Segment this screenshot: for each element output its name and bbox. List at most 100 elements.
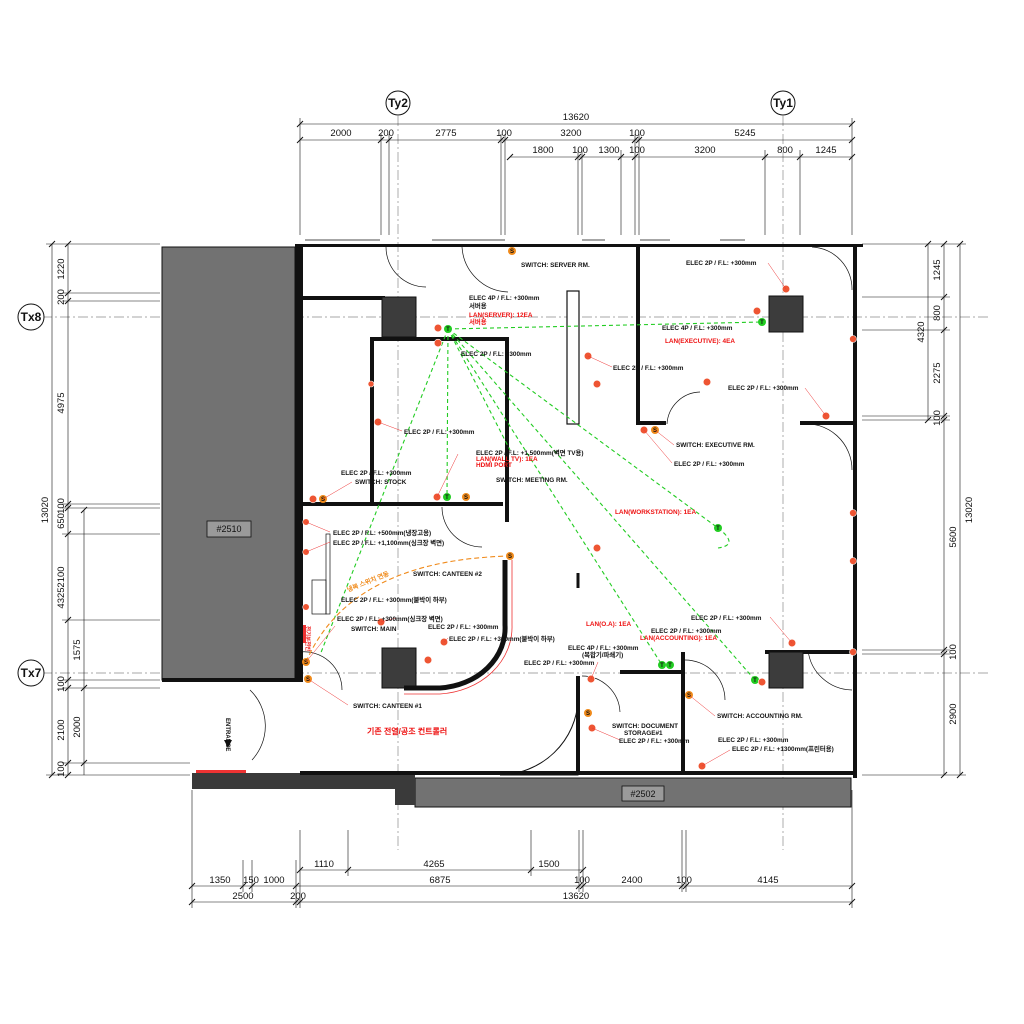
dimension-ticks-right xyxy=(924,240,964,779)
wall-west xyxy=(295,244,303,682)
label-elec-canteen-c: ELEC 2P / F.L: +300mm xyxy=(428,624,499,631)
corridor-marker xyxy=(196,770,246,773)
dim-right-a: 1245 800 2275 100 5600 100 2900 xyxy=(932,259,959,724)
dimensions-top xyxy=(299,118,853,235)
svg-text:S: S xyxy=(653,428,657,434)
switch-symbols: S S S S S S S S S xyxy=(302,247,693,717)
grid-bubble-tx7: Tx7 xyxy=(17,659,45,687)
label-elec-doc-bot: ELEC 2P / F.L: +300mm xyxy=(619,738,690,745)
label-elec-meeting-left: ELEC 2P / F.L: +300mm xyxy=(404,429,475,436)
label-elec-printer: ELEC 2P / F.L: +1300mm(프린터용) xyxy=(732,744,834,753)
canteen-cabinet xyxy=(325,533,331,615)
wall-meeting-west xyxy=(370,337,374,502)
wall-north xyxy=(295,244,863,247)
dim-label: 3200 xyxy=(560,128,581,139)
label-elec-canteen-a: ELEC 2P / F.L: +300mm(붙박이 하부) xyxy=(341,595,447,604)
dim-label: 2500 xyxy=(232,891,253,902)
dimensions-right xyxy=(862,243,966,776)
dim-label: 1220 xyxy=(56,258,67,279)
label-red-vertical: 전기분전반 xyxy=(304,626,312,651)
outlet-icon xyxy=(433,338,443,348)
label-switch-canteen2: SWITCH: CANTEEN #2 xyxy=(413,571,482,578)
dim-label: 1110 xyxy=(314,859,334,870)
switch-doc-icon: S xyxy=(584,709,592,717)
dim-label: 200 xyxy=(56,289,67,305)
label-elec-center: ELEC 2P / F.L: +300mm xyxy=(613,365,684,372)
label-lan-accounting: LAN(ACCOUNTING): 1EA xyxy=(640,635,717,642)
dim-label: 5245 xyxy=(734,128,755,139)
dim-label: 2775 xyxy=(435,128,456,139)
outlet-icon xyxy=(849,509,857,517)
dim-label: 1350 xyxy=(209,875,230,886)
dim-label: 13620 xyxy=(563,891,589,902)
dimension-ticks-top xyxy=(296,120,856,161)
outlet-icon xyxy=(849,648,857,656)
grid-label-ty1: Ty1 xyxy=(773,96,793,110)
label-elec-doc: ELEC 2P / F.L: +300mm xyxy=(524,660,595,667)
wall-exec-bottom-left xyxy=(636,421,666,425)
unit-2510-label: #2510 xyxy=(216,524,241,534)
dim-label: 1000 xyxy=(263,875,284,886)
switch-meeting-icon: S xyxy=(462,493,470,501)
dim-label: 100 xyxy=(948,644,959,660)
unit-2502-label: #2502 xyxy=(630,789,655,799)
dim-right-b: 4320 xyxy=(916,321,927,342)
column-exec xyxy=(768,295,804,333)
label-elec-acc-c: ELEC 2P / F.L: +300mm xyxy=(718,737,789,744)
svg-text:S: S xyxy=(508,554,512,560)
svg-text:T: T xyxy=(446,327,450,333)
grid-label-ty2: Ty2 xyxy=(388,96,408,110)
dim-label: 100 xyxy=(629,128,645,139)
label-elec-canteen-b: ELEC 2P / F.L: +300mm(싱크장 벽면) xyxy=(337,614,443,623)
label-lan-tv: LAN(WALL TV): 1EA xyxy=(476,456,538,463)
switch-wiring xyxy=(305,555,511,663)
dim-label: 100 xyxy=(574,875,590,886)
grid-bubble-tx8: Tx8 xyxy=(17,303,45,331)
outlet-icon xyxy=(367,380,375,388)
label-elec-meeting-top: ELEC 2P / F.L: +300mm xyxy=(461,351,532,358)
dim-label: 2000 xyxy=(330,128,351,139)
corridor-slab xyxy=(192,773,415,789)
dim-label: 100 xyxy=(932,410,943,426)
dim-label: 2900 xyxy=(948,703,959,724)
column-canteen xyxy=(381,647,417,689)
dim-label: 100 xyxy=(56,761,67,777)
label-switch-stock: SWITCH: STOCK xyxy=(355,479,407,486)
switch-canteen2-icon: S xyxy=(506,552,514,560)
doc-curved-wall xyxy=(499,699,579,776)
dim-label: 100 xyxy=(629,145,645,156)
wall-stock-bottom xyxy=(303,502,503,506)
outlet-icon xyxy=(592,379,602,389)
svg-text:S: S xyxy=(304,660,308,666)
outlet-icon xyxy=(702,377,712,387)
dim-label: 100 xyxy=(572,145,588,156)
dimensions-bottom xyxy=(191,790,853,908)
lan-symbols: T T T T T T T xyxy=(443,318,766,684)
dim-left-a: 1220 200 4975 100 650 2100 4325 1575 100… xyxy=(56,258,83,777)
lan-oa2-icon: T xyxy=(666,661,674,669)
dim-label: 2100 xyxy=(56,566,67,587)
dim-label: 1800 xyxy=(532,145,553,156)
svg-text:T: T xyxy=(753,678,757,684)
wall-doc-top xyxy=(620,670,684,674)
dim-label: 1245 xyxy=(815,145,836,156)
label-entrance: ENTRANCE xyxy=(224,718,230,751)
dim-label: 1575 xyxy=(72,639,83,660)
dim-top-row1: 2000 200 2775 100 3200 100 5245 xyxy=(330,128,755,139)
grid-label-tx7: Tx7 xyxy=(21,666,42,680)
wall-south xyxy=(300,771,853,775)
dim-left-total: 13020 xyxy=(40,497,51,523)
outlet-icon xyxy=(849,557,857,565)
label-controller-note: 기존 전열/공조 컨트롤러 xyxy=(367,726,447,736)
outlet-icon xyxy=(592,543,602,553)
lan-tv-icon: T xyxy=(443,493,451,501)
dim-label: 4265 xyxy=(423,859,444,870)
dim-label: 5600 xyxy=(948,526,959,547)
canteen-counter-edge xyxy=(404,560,513,695)
label-lan-server: LAN(SERVER): 12EA xyxy=(469,312,533,319)
label-switch-meeting: SWITCH: MEETING RM. xyxy=(496,477,568,484)
panel-marker xyxy=(303,625,306,643)
label-lan-oa: LAN(O.A): 1EA xyxy=(586,621,631,628)
lan-oa-icon: T xyxy=(658,661,666,669)
